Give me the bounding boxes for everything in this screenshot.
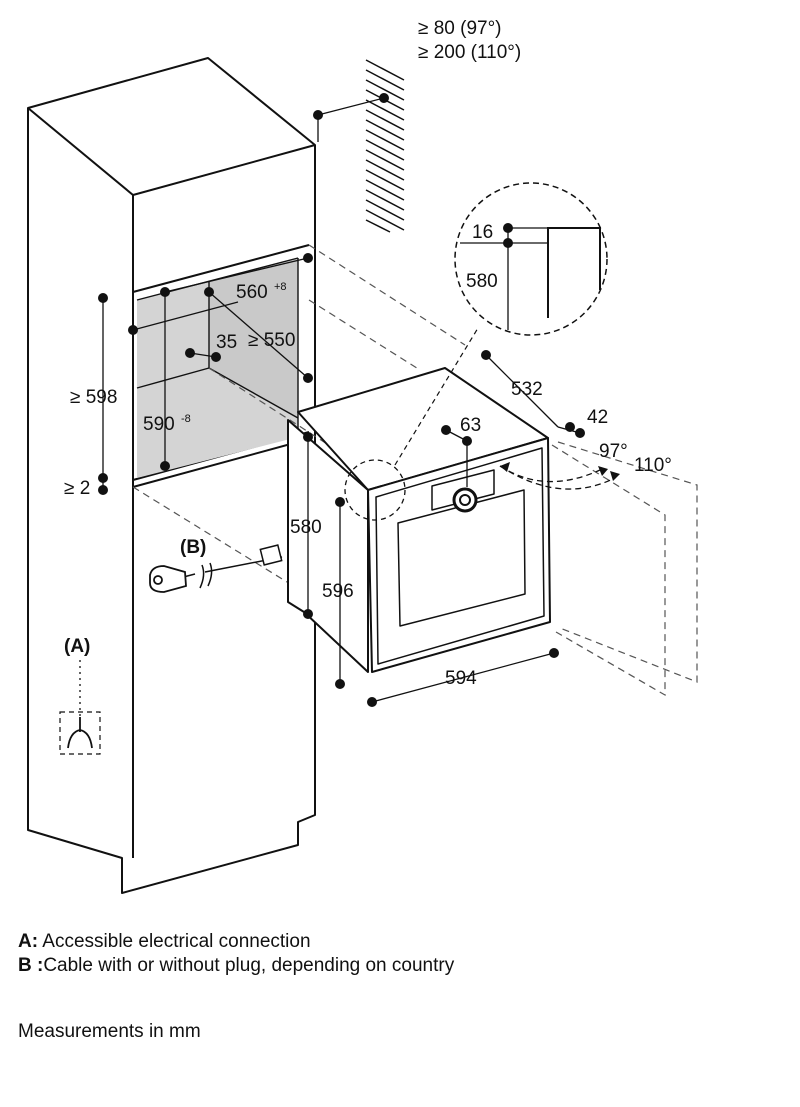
niche-back-wall (137, 282, 209, 388)
dim-depth-min: ≥ 550 (248, 330, 295, 351)
legend-key-a: A: (18, 931, 39, 952)
legend-key-b: B : (18, 955, 44, 976)
legend-item-b: B :Cable with or without plug, depending… (18, 954, 454, 978)
plug (149, 565, 187, 593)
oven (287, 367, 551, 673)
dim-niche-height-tolerance: -8 (181, 413, 191, 425)
dim-niche-height: 590 (143, 414, 175, 435)
detail-source-circle (344, 459, 406, 521)
dim-niche-width: 560 (236, 282, 268, 303)
dim-angle-97: 97° (599, 441, 628, 462)
dim-vent-110: ≥ 200 (110°) (418, 42, 521, 63)
dim-panel-63: 63 (460, 415, 481, 436)
dim-gap-min: ≥ 2 (64, 478, 90, 499)
dim-niche-height-min: ≥ 598 (70, 387, 117, 408)
measurement-note: Measurements in mm (18, 1021, 201, 1042)
dim-body-depth: 580 (290, 517, 322, 538)
electrical-connection (59, 660, 101, 755)
legend-text-b: Cable with or without plug, depending on… (43, 955, 455, 976)
installation-diagram: ≥ 80 (97°) ≥ 200 (110°) 560 +8 ≥ 550 35 … (27, 18, 698, 894)
niche-side (209, 258, 298, 418)
tall-cabinet (27, 57, 316, 894)
legend-item-a: A: Accessible electrical connection (18, 930, 311, 954)
dim-front-width: 594 (445, 668, 477, 689)
dim-door-thickness: 42 (587, 407, 608, 428)
dim-angle-110: 110° (634, 455, 672, 476)
detail-circle (454, 182, 608, 336)
dim-niche-width-tolerance: +8 (274, 281, 287, 293)
dim-detail-16: 16 (472, 222, 493, 243)
dim-detail-580: 580 (466, 271, 498, 292)
marker-b: (B) (180, 537, 206, 558)
door-handle-knob (452, 487, 478, 513)
dimension-dots (98, 93, 585, 707)
dim-oven-depth: 532 (511, 379, 543, 400)
legend-text-a: Accessible electrical connection (38, 931, 311, 952)
marker-a: (A) (64, 636, 90, 657)
swing-arrowheads (500, 462, 620, 481)
cable-connector (259, 544, 283, 566)
dim-front-height: 596 (322, 581, 354, 602)
dimension-lines (102, 97, 581, 703)
door-swing-arcs (499, 465, 616, 490)
dim-offset-35: 35 (216, 332, 237, 353)
dim-vent-97: ≥ 80 (97°) (418, 18, 502, 39)
vent-grille (365, 59, 405, 233)
